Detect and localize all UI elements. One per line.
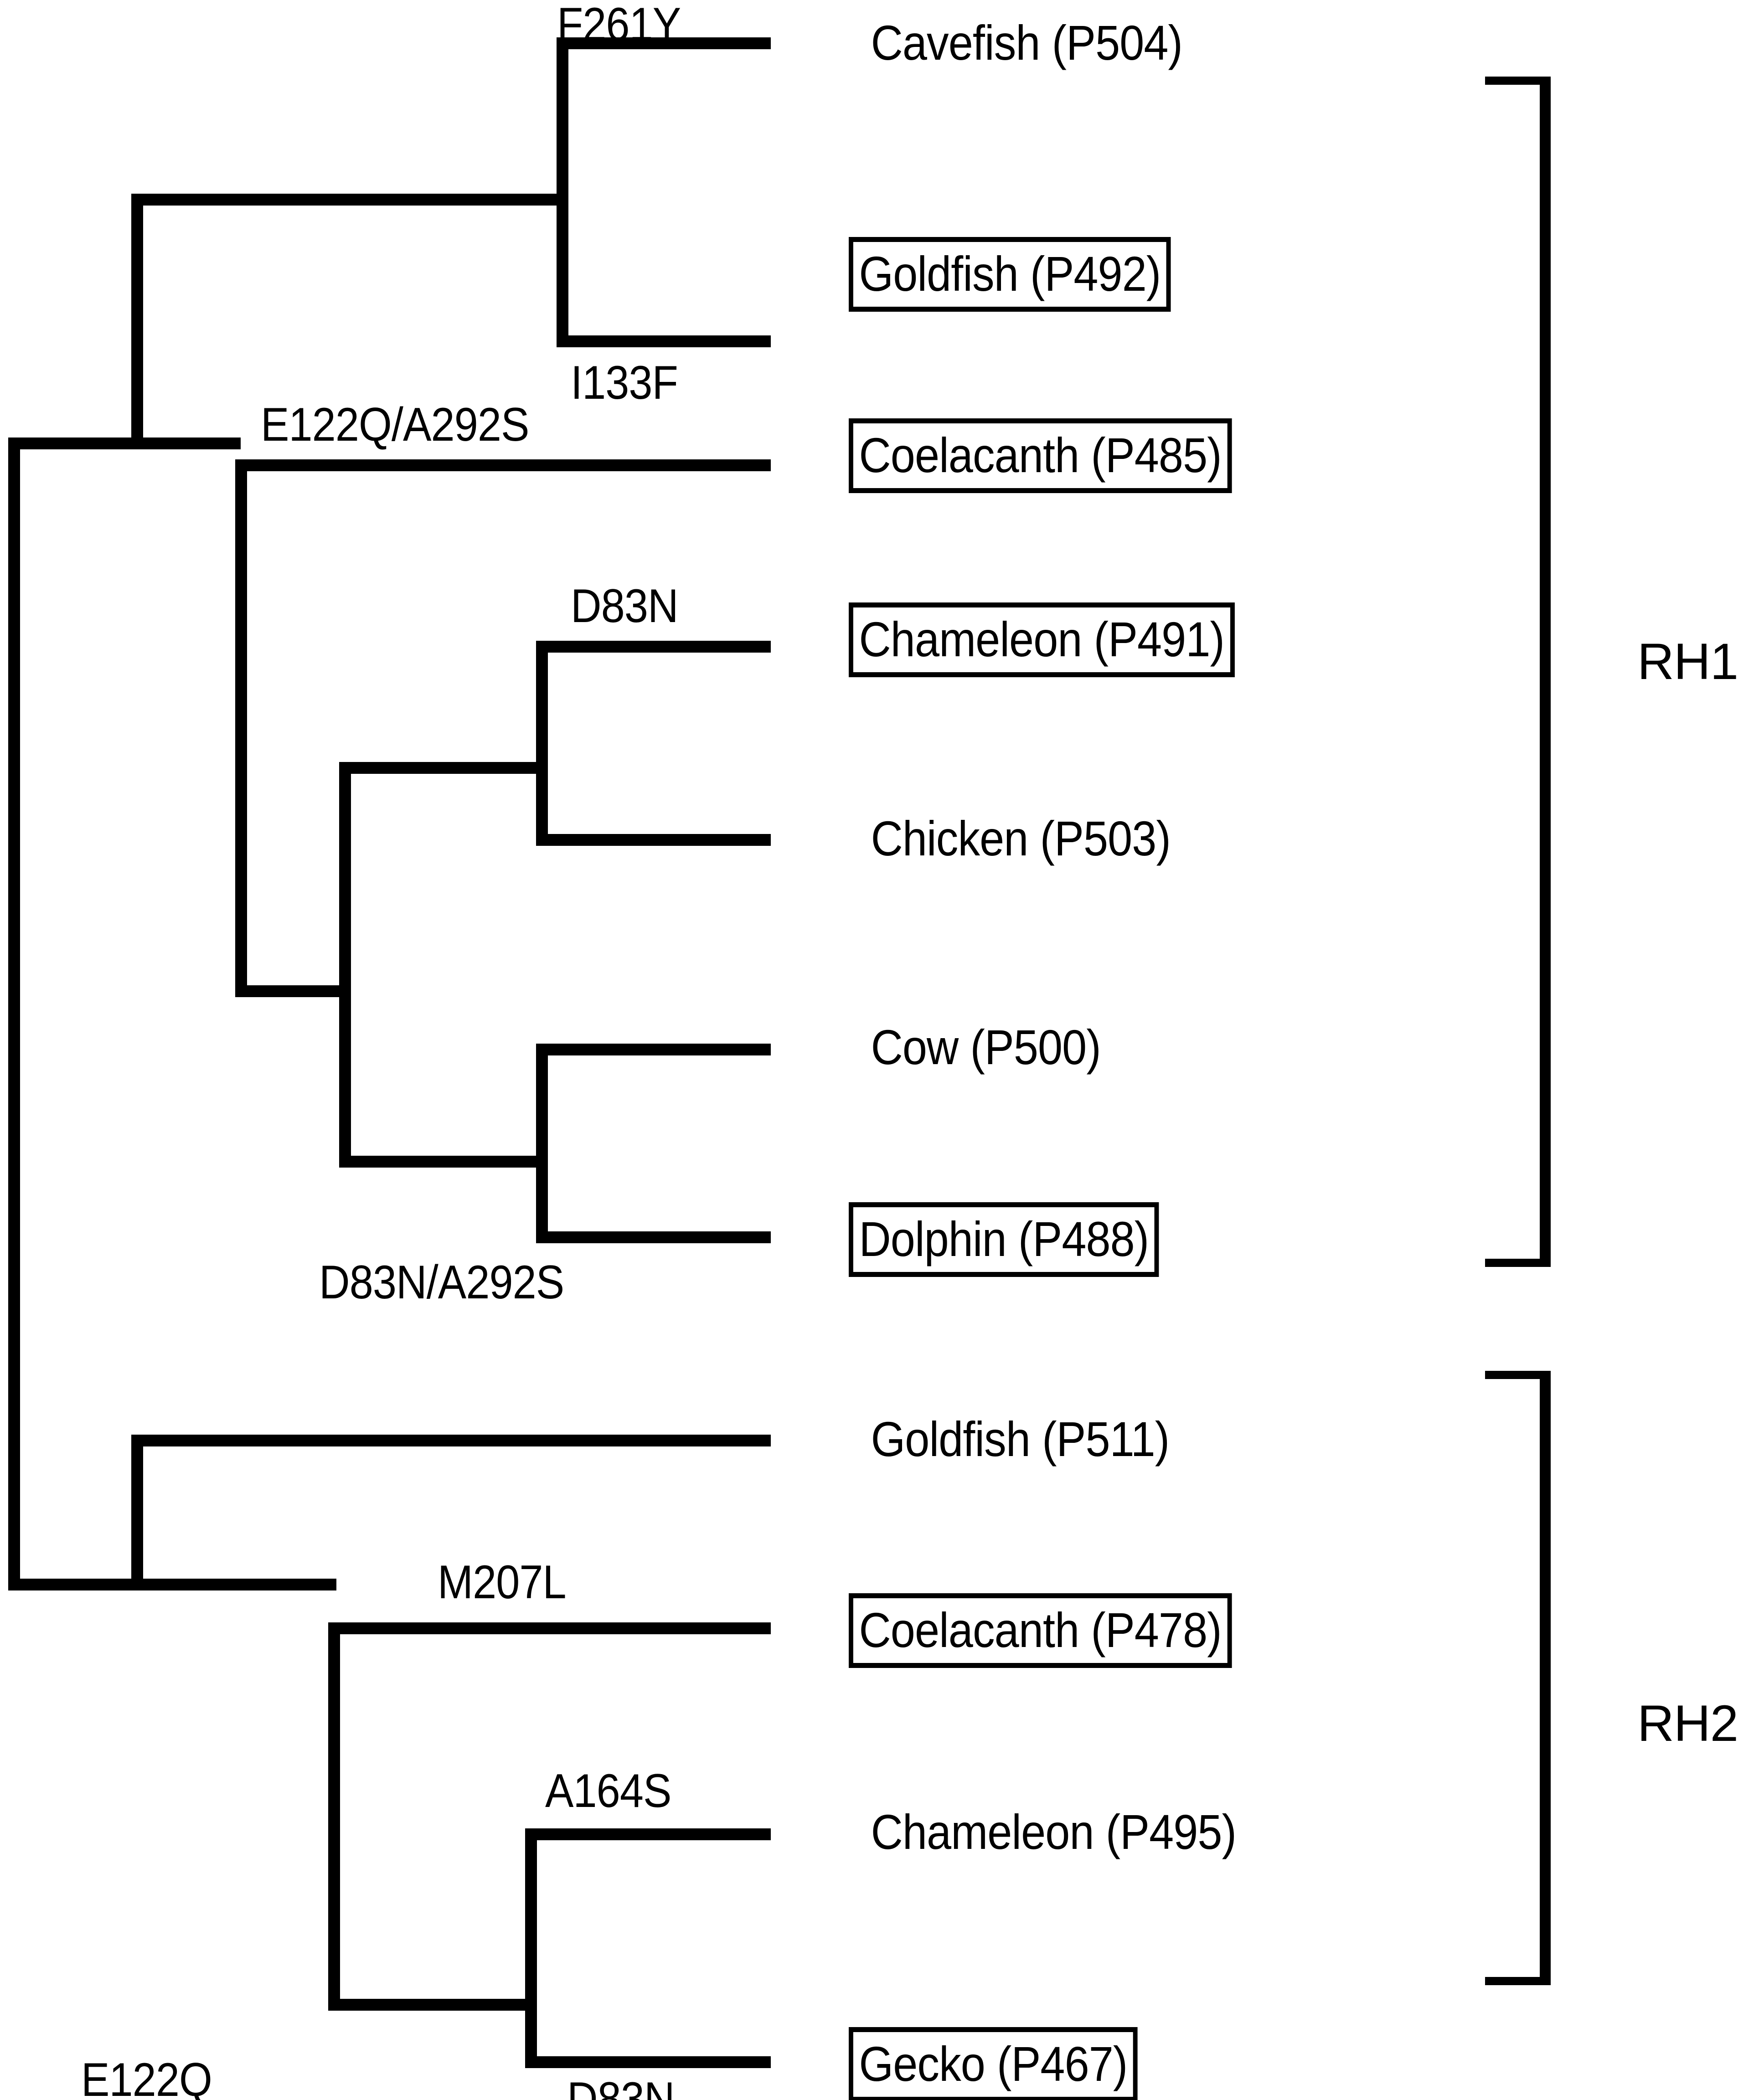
taxon-label-dolphin-p488: Dolphin (P488) <box>849 1202 1159 1277</box>
mutation-label-d83n-a292s: D83N/A292S <box>319 1256 564 1309</box>
tip-branch-chicken-p503 <box>536 834 771 846</box>
branch-node-a-to-node-b <box>131 194 562 206</box>
mutation-label-d83n-rh1: D83N <box>571 580 679 633</box>
tip-branch-goldfish-p492 <box>557 335 771 347</box>
taxon-label-chameleon-p495: Chameleon (P495) <box>871 1804 1237 1859</box>
clade-label-rh1: RH1 <box>1637 633 1738 690</box>
branch-node-c-to-node-d <box>235 985 345 997</box>
clade-bracket-rh1-bottom-arm <box>1485 1259 1551 1267</box>
tip-branch-cow-p500 <box>536 1044 771 1055</box>
mutation-label-f261y: F261Y <box>557 0 681 51</box>
taxon-label-chicken-p503: Chicken (P503) <box>871 811 1171 866</box>
taxon-label-cavefish-p504: Cavefish (P504) <box>871 15 1183 70</box>
mutation-label-i133f: I133F <box>571 356 678 409</box>
taxon-label-coelacanth-p485: Coelacanth (P485) <box>849 418 1232 493</box>
tip-branch-goldfish-p511 <box>131 1435 771 1446</box>
mutation-label-a164s: A164S <box>545 1765 671 1817</box>
node-rh1-c-vertical <box>235 459 247 997</box>
taxon-label-cow-p500: Cow (P500) <box>871 1019 1101 1075</box>
node-rh1-d-vertical <box>339 762 351 1168</box>
branch-root-vertical <box>8 438 20 1590</box>
mutation-label-e122q: E122Q <box>81 2054 212 2100</box>
node-rh1-b-vertical <box>557 37 568 347</box>
branch-node-a-to-node-c <box>131 438 241 449</box>
taxon-label-goldfish-p492: Goldfish (P492) <box>849 237 1171 312</box>
branch-node-g-to-node-h <box>131 1579 336 1590</box>
clade-bracket-rh2-spine <box>1540 1371 1551 1985</box>
mutation-label-m207l: M207L <box>438 1556 567 1609</box>
branch-node-d-to-node-e <box>339 762 544 774</box>
node-rh1-a-vertical <box>131 194 143 449</box>
node-rh1-e-vertical <box>536 641 548 846</box>
node-rh2-g-vertical <box>131 1435 143 1590</box>
branch-rh1-stem <box>8 438 137 449</box>
taxon-label-gecko-p467: Gecko (P467) <box>849 2027 1138 2100</box>
tip-branch-gecko-p467 <box>525 2056 771 2068</box>
clade-bracket-rh1-top-arm <box>1485 77 1551 85</box>
branch-node-h-to-node-i <box>328 1999 533 2011</box>
tip-branch-cavefish <box>557 37 771 49</box>
tip-branch-chameleon-p491 <box>536 641 771 653</box>
taxon-label-goldfish-p511: Goldfish (P511) <box>871 1411 1170 1467</box>
branch-rh2-stem <box>8 1579 137 1590</box>
branch-node-d-to-node-f <box>339 1156 544 1168</box>
taxon-label-chameleon-p491: Chameleon (P491) <box>849 602 1235 677</box>
node-rh1-f-vertical <box>536 1044 548 1243</box>
clade-label-rh2: RH2 <box>1637 1695 1738 1752</box>
mutation-label-d83n-rh2: D83N <box>567 2073 675 2100</box>
tip-branch-dolphin-p488 <box>536 1231 771 1243</box>
clade-bracket-rh2-bottom-arm <box>1485 1977 1551 1985</box>
node-rh2-h-vertical <box>328 1622 340 2011</box>
tip-branch-coelacanth-p485 <box>235 459 771 471</box>
tip-branch-coelacanth-p478 <box>328 1622 771 1634</box>
tip-branch-chameleon-p495 <box>525 1828 771 1840</box>
node-rh2-i-vertical <box>525 1828 537 2068</box>
taxon-label-coelacanth-p478: Coelacanth (P478) <box>849 1593 1232 1668</box>
mutation-label-e122q-a292s: E122Q/A292S <box>261 398 529 451</box>
clade-bracket-rh2-top-arm <box>1485 1371 1551 1379</box>
clade-bracket-rh1-spine <box>1540 77 1551 1267</box>
